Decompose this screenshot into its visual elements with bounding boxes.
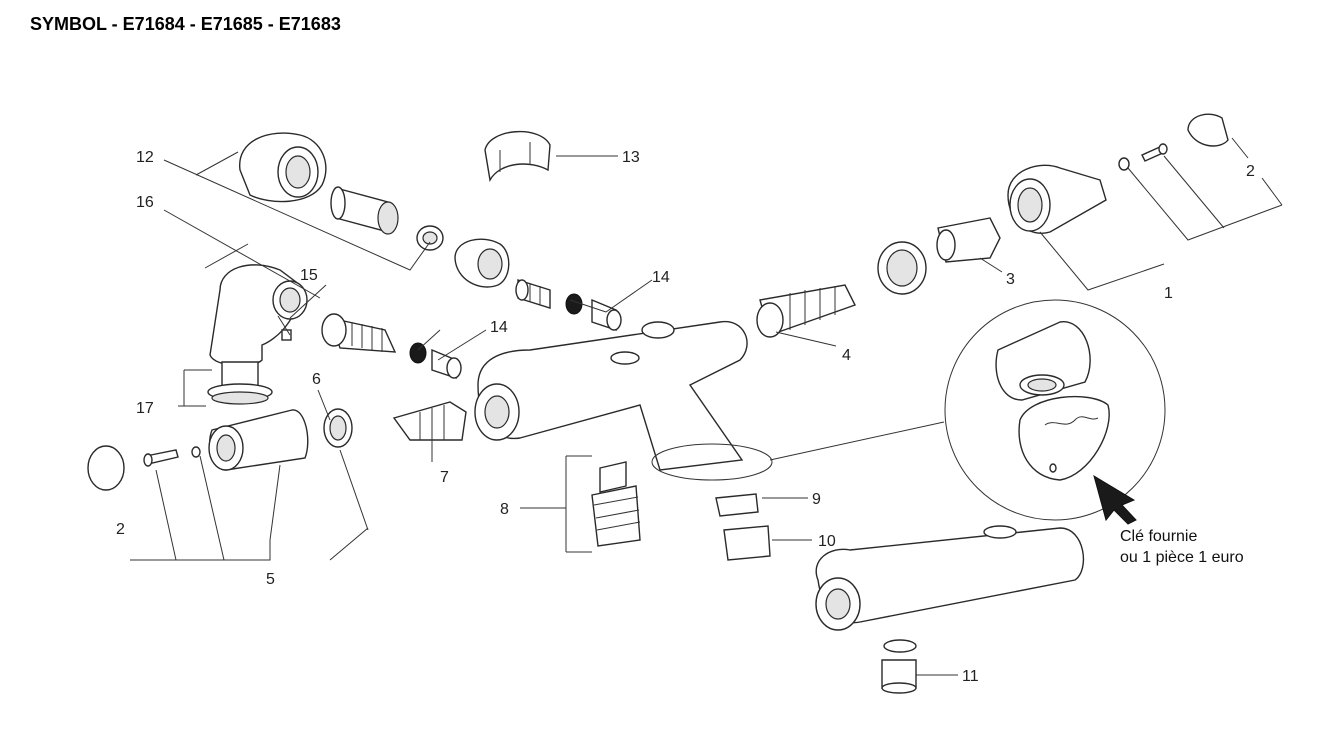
label-10: 10	[818, 533, 836, 550]
label-9: 9	[812, 491, 821, 508]
label-12: 12	[136, 149, 154, 166]
label-16: 16	[136, 194, 154, 211]
part-3-ring	[877, 241, 927, 295]
part-16-fitting	[321, 313, 397, 353]
arrow-icon	[1093, 474, 1137, 525]
part-2-cap-left	[87, 445, 125, 491]
part-1-handle	[1007, 164, 1107, 234]
note-line-1: Clé fournie	[1120, 528, 1197, 545]
part-7-cartridge	[392, 401, 467, 441]
label-14b: 14	[490, 319, 508, 336]
label-11: 11	[962, 668, 979, 685]
label-17: 17	[136, 400, 154, 417]
label-1: 1	[1164, 285, 1173, 302]
part-1-washer	[1118, 157, 1130, 171]
part-12-cover	[239, 132, 327, 203]
label-3: 3	[1006, 271, 1015, 288]
label-5: 5	[266, 571, 275, 588]
part-6-adapter	[323, 408, 353, 448]
label-2b: 2	[1246, 163, 1255, 180]
label-13: 13	[622, 149, 640, 166]
part-9-aerator	[715, 493, 759, 517]
part-12-connector	[330, 186, 399, 235]
part-17-flange	[207, 361, 273, 405]
part-12-nut	[454, 238, 510, 288]
part-13-clip	[484, 131, 551, 183]
label-15: 15	[300, 267, 318, 284]
label-8: 8	[500, 501, 509, 518]
valve-body	[474, 321, 773, 481]
part-1-screw	[1141, 143, 1168, 162]
label-2a: 2	[116, 521, 125, 538]
part-10-aerator-housing	[723, 525, 771, 561]
part-3-adapter	[936, 217, 1001, 263]
part-5-screw	[143, 449, 179, 467]
part-11-connector	[881, 639, 917, 694]
part-12-seat	[515, 279, 551, 309]
part-12-washer	[416, 225, 444, 251]
part-4-cartridge	[756, 284, 856, 338]
part-8-diverter	[591, 461, 641, 547]
label-14a: 14	[652, 269, 670, 286]
shower-body	[815, 525, 1085, 631]
part-5-washer	[191, 446, 201, 458]
part-14-lower	[409, 342, 462, 379]
part-2-cap-right	[1187, 113, 1229, 147]
detail-zoom-circle	[944, 299, 1166, 521]
part-14-upper	[565, 293, 622, 331]
note-line-2: ou 1 pièce 1 euro	[1120, 549, 1244, 566]
label-4: 4	[842, 347, 851, 364]
leader-lines	[130, 137, 1283, 676]
label-7: 7	[440, 469, 449, 486]
part-5-handle	[208, 409, 309, 471]
label-6: 6	[312, 371, 321, 388]
page-title: SYMBOL - E71684 - E71685 - E71683	[30, 14, 341, 34]
part-16-elbow	[209, 264, 308, 367]
